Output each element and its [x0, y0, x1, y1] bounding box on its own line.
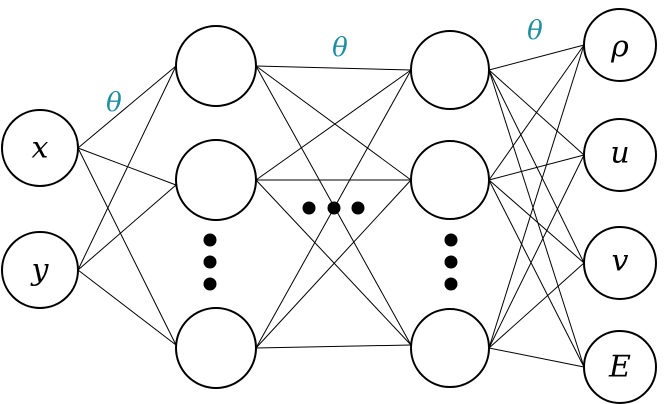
hidden2-node-1	[410, 30, 490, 110]
edges-input-hidden	[77, 65, 177, 346]
edge	[488, 262, 585, 349]
input-node-y: y	[1, 231, 79, 309]
edge	[488, 154, 585, 181]
edge	[77, 147, 177, 186]
edge	[77, 184, 177, 271]
edge	[77, 147, 177, 346]
input-node-x: x	[1, 109, 79, 187]
edge	[255, 179, 412, 349]
ellipsis-vertical-hidden1	[203, 233, 217, 291]
edge	[488, 154, 585, 349]
output-node-E: E	[583, 330, 657, 404]
weight-label-input-hidden: θ	[106, 88, 122, 118]
edge	[488, 179, 585, 264]
edge	[77, 65, 177, 271]
edge	[255, 344, 412, 349]
hidden2-node-2	[410, 140, 490, 220]
edge	[488, 179, 585, 368]
hidden1-node-2	[175, 139, 257, 221]
edge	[488, 44, 585, 71]
edge	[255, 65, 412, 71]
edge	[488, 69, 585, 264]
ellipsis-dot	[203, 255, 217, 269]
ellipsis-horizontal-layers	[302, 201, 365, 215]
edge	[255, 65, 412, 181]
edge	[77, 269, 177, 346]
edge	[77, 65, 177, 149]
hidden2-node-3	[410, 308, 490, 388]
ellipsis-dot	[327, 201, 341, 215]
output-label-rho: ρ	[610, 30, 629, 65]
hidden1-node-1	[175, 25, 257, 107]
output-node-rho: ρ	[583, 8, 657, 82]
ellipsis-dot	[203, 277, 217, 291]
ellipsis-dot	[444, 277, 458, 291]
input-label-x: x	[32, 131, 49, 166]
ellipsis-dot	[351, 201, 365, 215]
edge	[255, 69, 412, 181]
ellipsis-vertical-hidden2	[444, 233, 458, 291]
ellipsis-dot	[444, 255, 458, 269]
ellipsis-dot	[203, 233, 217, 247]
weight-label-hidden-hidden: θ	[332, 33, 348, 63]
ellipsis-dot	[302, 201, 316, 215]
edges-hidden-output	[488, 44, 585, 368]
output-node-v: v	[583, 226, 657, 300]
output-label-E: E	[608, 350, 631, 385]
output-label-v: v	[612, 244, 629, 279]
edge	[488, 44, 585, 349]
hidden1-node-3	[175, 307, 257, 389]
ellipsis-dot	[444, 233, 458, 247]
output-node-u: u	[583, 118, 657, 192]
output-label-u: u	[610, 136, 629, 171]
input-label-y: y	[30, 253, 50, 288]
edge	[255, 179, 412, 346]
edge	[488, 347, 585, 368]
edge	[488, 69, 585, 368]
edge	[488, 44, 585, 181]
weight-label-hidden-output: θ	[527, 16, 543, 46]
